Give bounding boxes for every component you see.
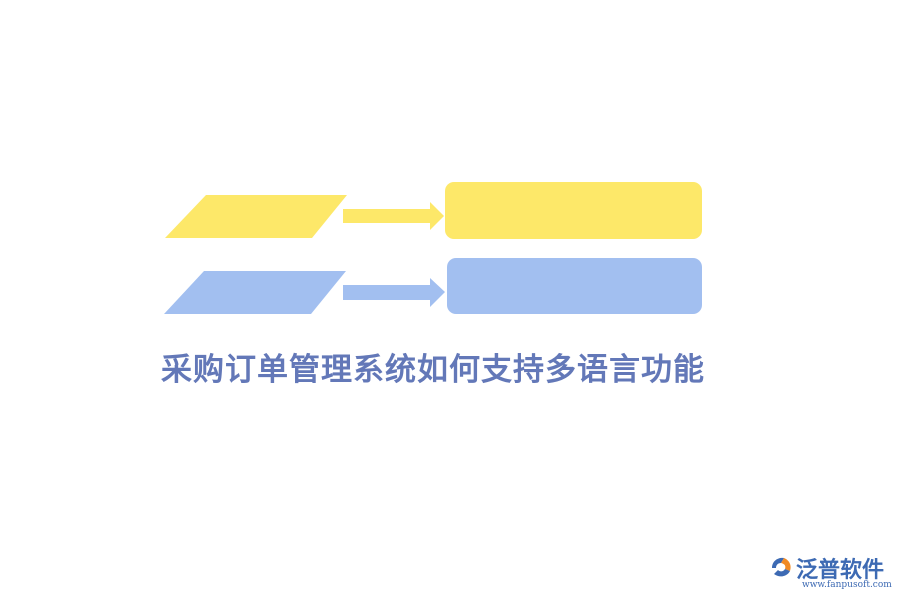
arrow-2 xyxy=(343,278,445,307)
fanpu-logo-icon xyxy=(772,557,791,577)
logo-url: www.fanpusoft.com xyxy=(802,580,892,590)
input-parallelogram-2 xyxy=(164,271,346,314)
brand-logo: 泛普软件 www.fanpusoft.com xyxy=(768,552,894,596)
output-box-1 xyxy=(445,182,702,239)
arrow-1 xyxy=(343,202,444,230)
output-box-2 xyxy=(447,258,702,314)
logo-brand-name: 泛普软件 xyxy=(796,558,885,583)
input-parallelogram-1 xyxy=(165,195,347,238)
diagram-title: 采购订单管理系统如何支持多语言功能 xyxy=(161,352,705,388)
